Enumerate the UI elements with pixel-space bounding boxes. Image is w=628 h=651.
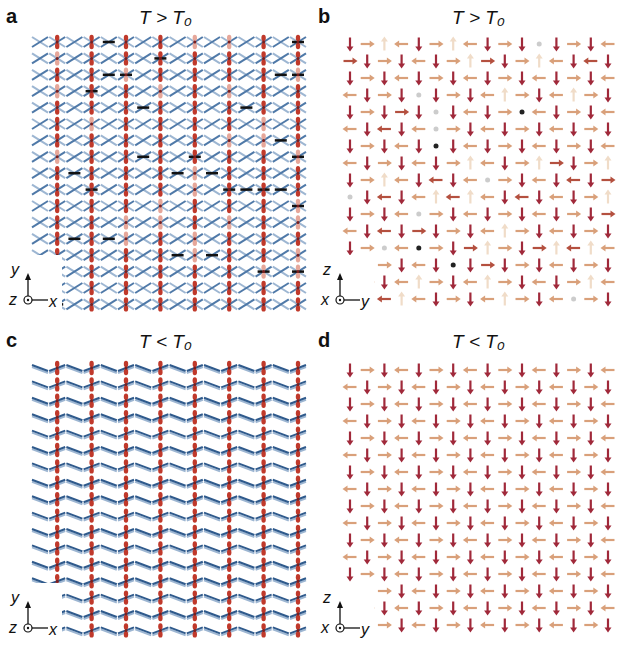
temperature-label: T < T₀ xyxy=(452,332,505,351)
temperature-label: T < T₀ xyxy=(139,332,192,351)
panel-letter: b xyxy=(318,6,330,26)
axis-label: z xyxy=(322,262,332,278)
axis-ground xyxy=(0,583,62,641)
spin-arrays xyxy=(343,37,616,307)
axis-label: y xyxy=(360,294,370,310)
axis-ground xyxy=(312,583,374,641)
axis-ground xyxy=(312,255,374,313)
axis-label: z xyxy=(322,590,332,606)
temperature-label: T > T₀ xyxy=(452,8,505,27)
axis-label: x xyxy=(320,292,330,308)
axis-label: y xyxy=(10,262,20,278)
axis-label: y xyxy=(360,622,370,638)
panel-letter: c xyxy=(6,330,17,350)
panel-letter: a xyxy=(6,6,17,26)
octahedra-lattice xyxy=(32,361,306,638)
temperature-label: T > T₀ xyxy=(139,8,192,27)
axis-label: z xyxy=(8,620,18,636)
axis-label: x xyxy=(48,294,58,310)
axis-label: z xyxy=(8,292,18,308)
axis-label: x xyxy=(320,620,330,636)
panel-letter: d xyxy=(318,330,330,350)
spin-arrays xyxy=(343,364,615,633)
axis-label: y xyxy=(10,590,20,606)
axis-label: x xyxy=(48,622,58,638)
axis-ground xyxy=(0,255,62,313)
octahedra-lattice xyxy=(32,35,306,312)
